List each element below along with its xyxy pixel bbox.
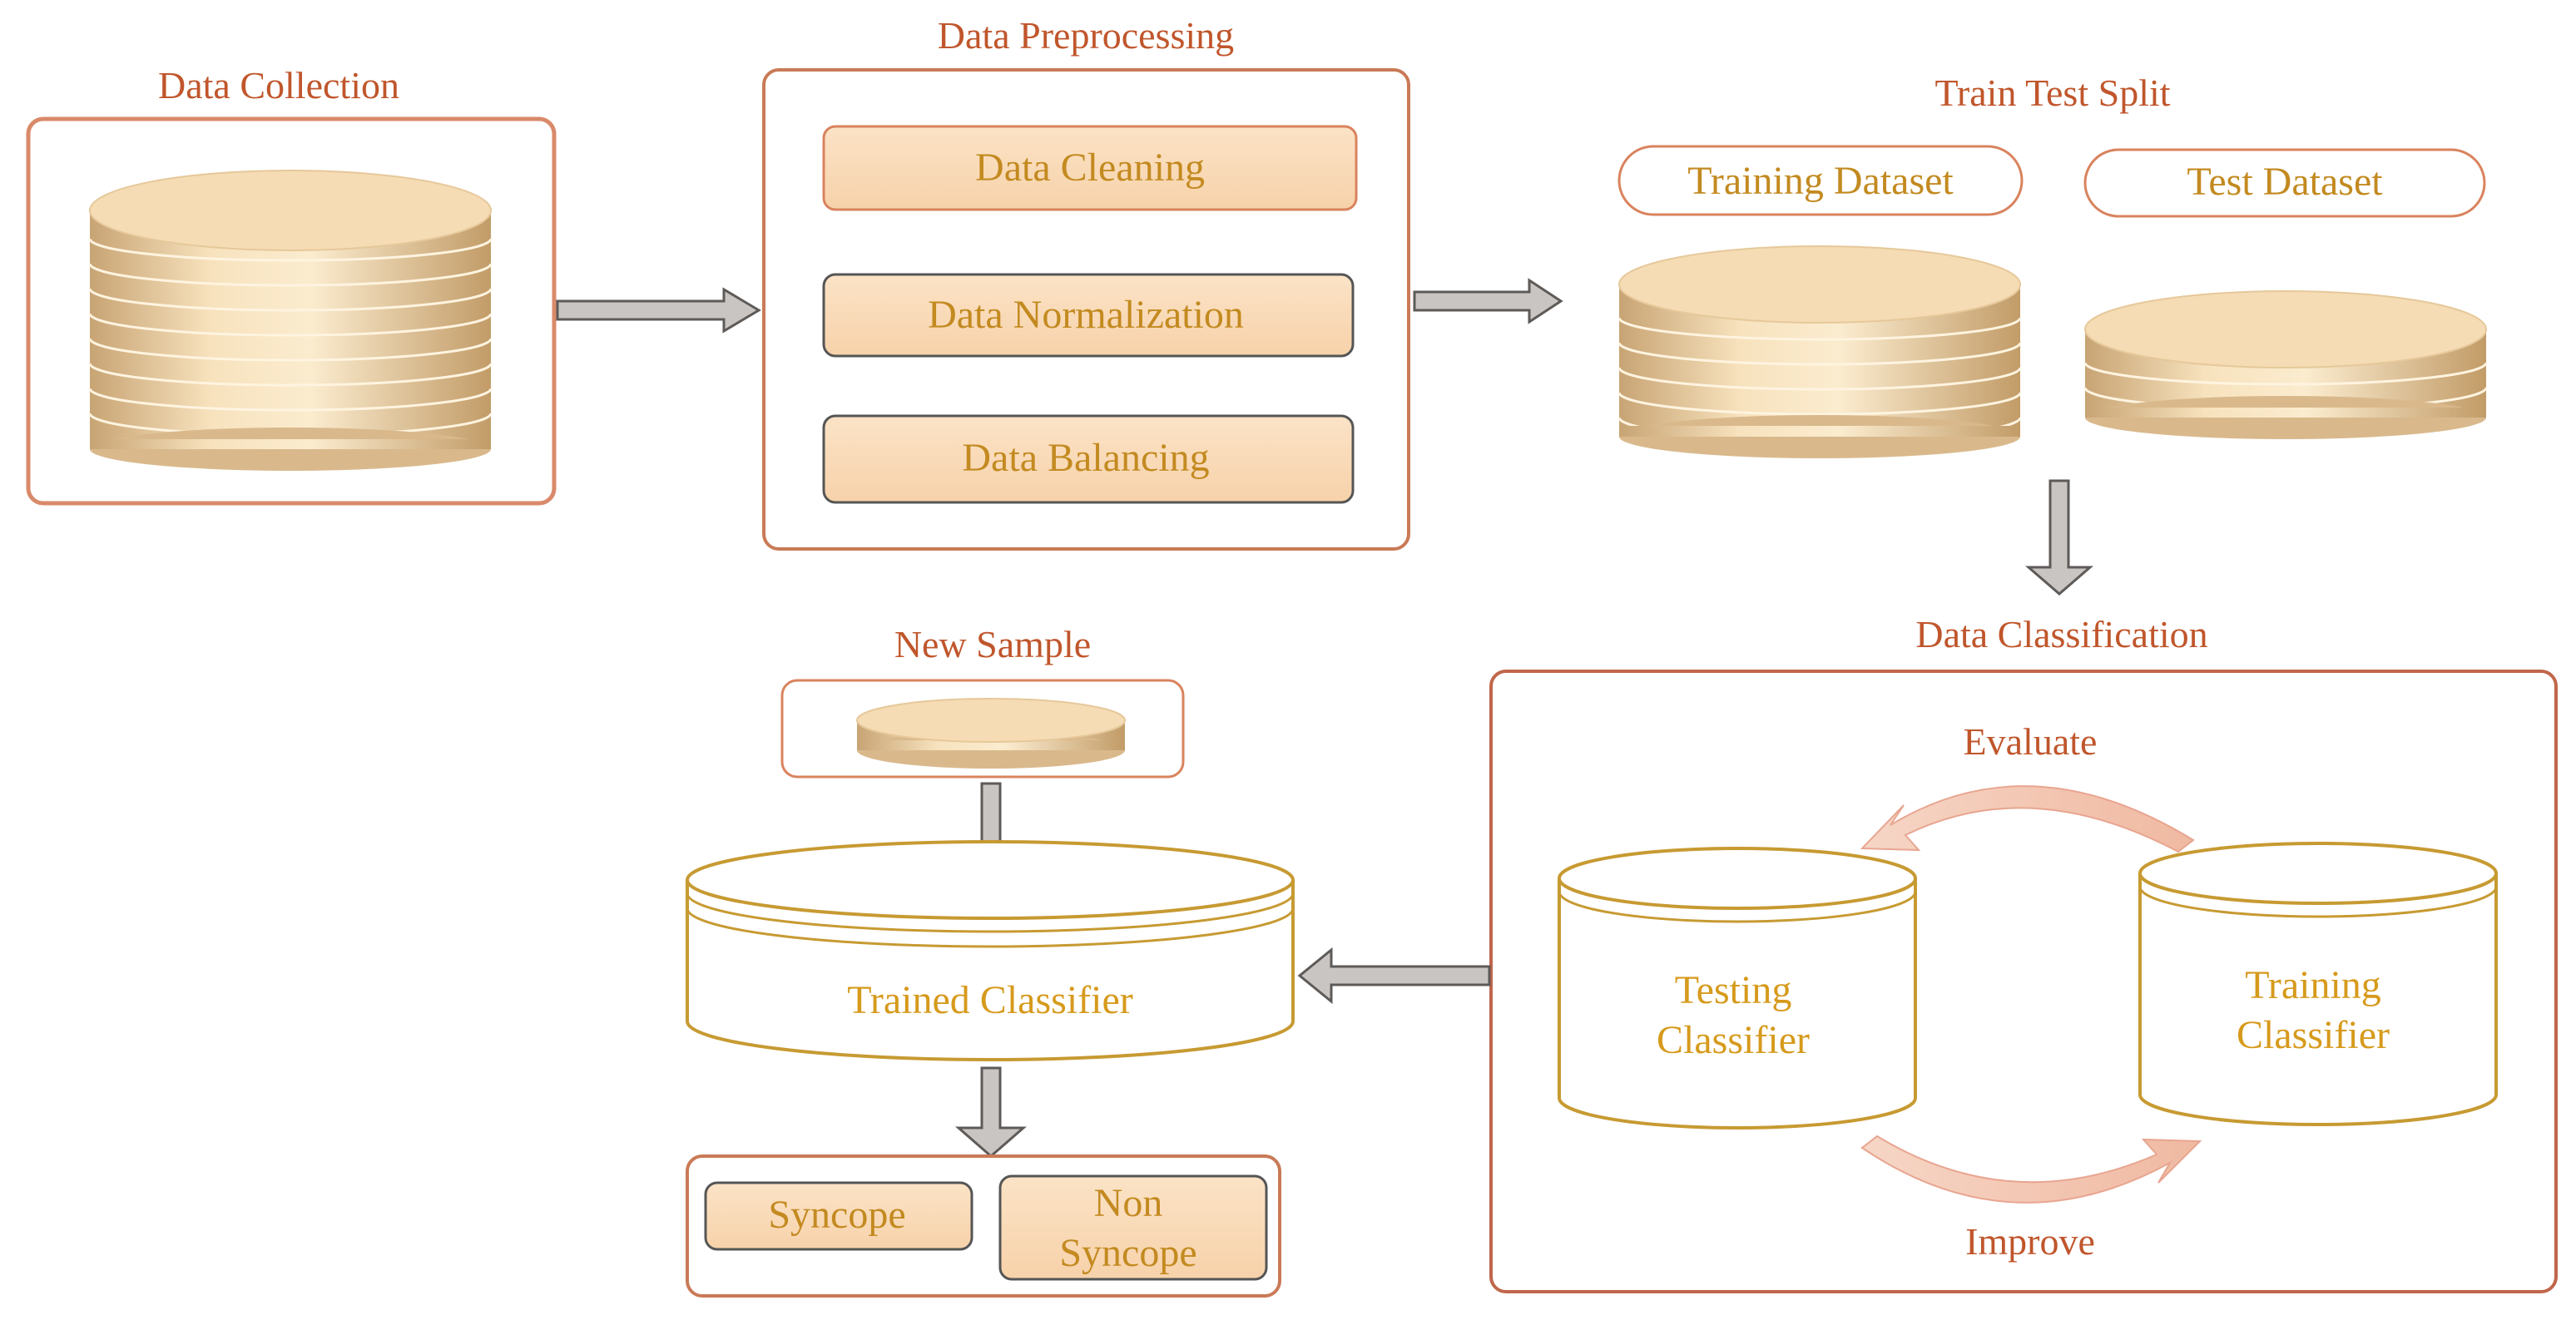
data-balancing-box [822,414,1355,504]
testing-classifier-label-line2: Classifier [1657,1018,1810,1062]
data-normalization-box [822,273,1355,358]
non-syncope-label-line2: Syncope [1059,1231,1196,1275]
arrow-preprocessing-to-split [1413,278,1563,324]
data-normalization-label: Data Normalization [928,293,1244,337]
arrow-collection-to-preprocessing [556,287,761,334]
data-preprocessing-section: Data Preprocessing Data Cleaning Data No… [762,14,1410,551]
syncope-label: Syncope [768,1193,905,1237]
data-collection-title: Data Collection [158,64,399,106]
data-cleaning-label: Data Cleaning [975,146,1205,190]
new-sample-title: New Sample [894,623,1091,665]
syncope-box [704,1181,973,1251]
new-sample-section: New Sample [780,623,1185,779]
training-classifier-label-line2: Classifier [2237,1013,2390,1057]
arrow-classification-to-trained [1297,947,1491,1005]
data-classification-frame [1489,670,2558,1293]
data-cleaning-box [822,125,1358,211]
new-sample-disk-icon [856,698,1126,769]
train-test-split-section: Train Test Split Training Dataset Test D… [1617,72,2488,458]
test-dataset-pill [2083,148,2486,218]
test-dataset-label: Test Dataset [2187,160,2383,204]
outputs-section: Syncope Non Syncope [686,1154,1281,1298]
training-dataset-pill [1617,145,2024,216]
arrow-trained-to-outputs [954,1066,1028,1158]
non-syncope-box [998,1174,1268,1281]
test-dataset-database-icon [2083,290,2488,439]
training-dataset-database-icon [1617,245,2022,458]
data-classification-title: Data Classification [1915,613,2207,655]
evaluate-arrow-icon [1860,785,2195,853]
trained-classifier-label: Trained Classifier [847,978,1133,1022]
data-balancing-label: Data Balancing [962,436,1209,480]
training-dataset-label: Training Dataset [1687,159,1954,203]
improve-arrow-icon [1860,1135,2202,1204]
data-classification-section: Data Classification Evaluate Improve Tes… [1489,613,2558,1293]
trained-classifier-cylinder [686,840,1295,1061]
testing-classifier-label-line1: Testing [1675,968,1792,1012]
training-classifier-cylinder [2138,842,2498,1126]
improve-label: Improve [1965,1220,2095,1263]
data-preprocessing-title: Data Preprocessing [938,14,1234,57]
testing-classifier-cylinder [1558,847,1917,1130]
non-syncope-label-line1: Non [1094,1181,1163,1225]
data-collection-section: Data Collection [26,64,557,506]
evaluate-label: Evaluate [1964,720,2098,763]
train-test-split-title: Train Test Split [1934,72,2170,114]
data-collection-database-icon [88,170,493,471]
training-classifier-label-line1: Training [2245,963,2381,1007]
arrow-split-to-classification [2024,479,2094,596]
